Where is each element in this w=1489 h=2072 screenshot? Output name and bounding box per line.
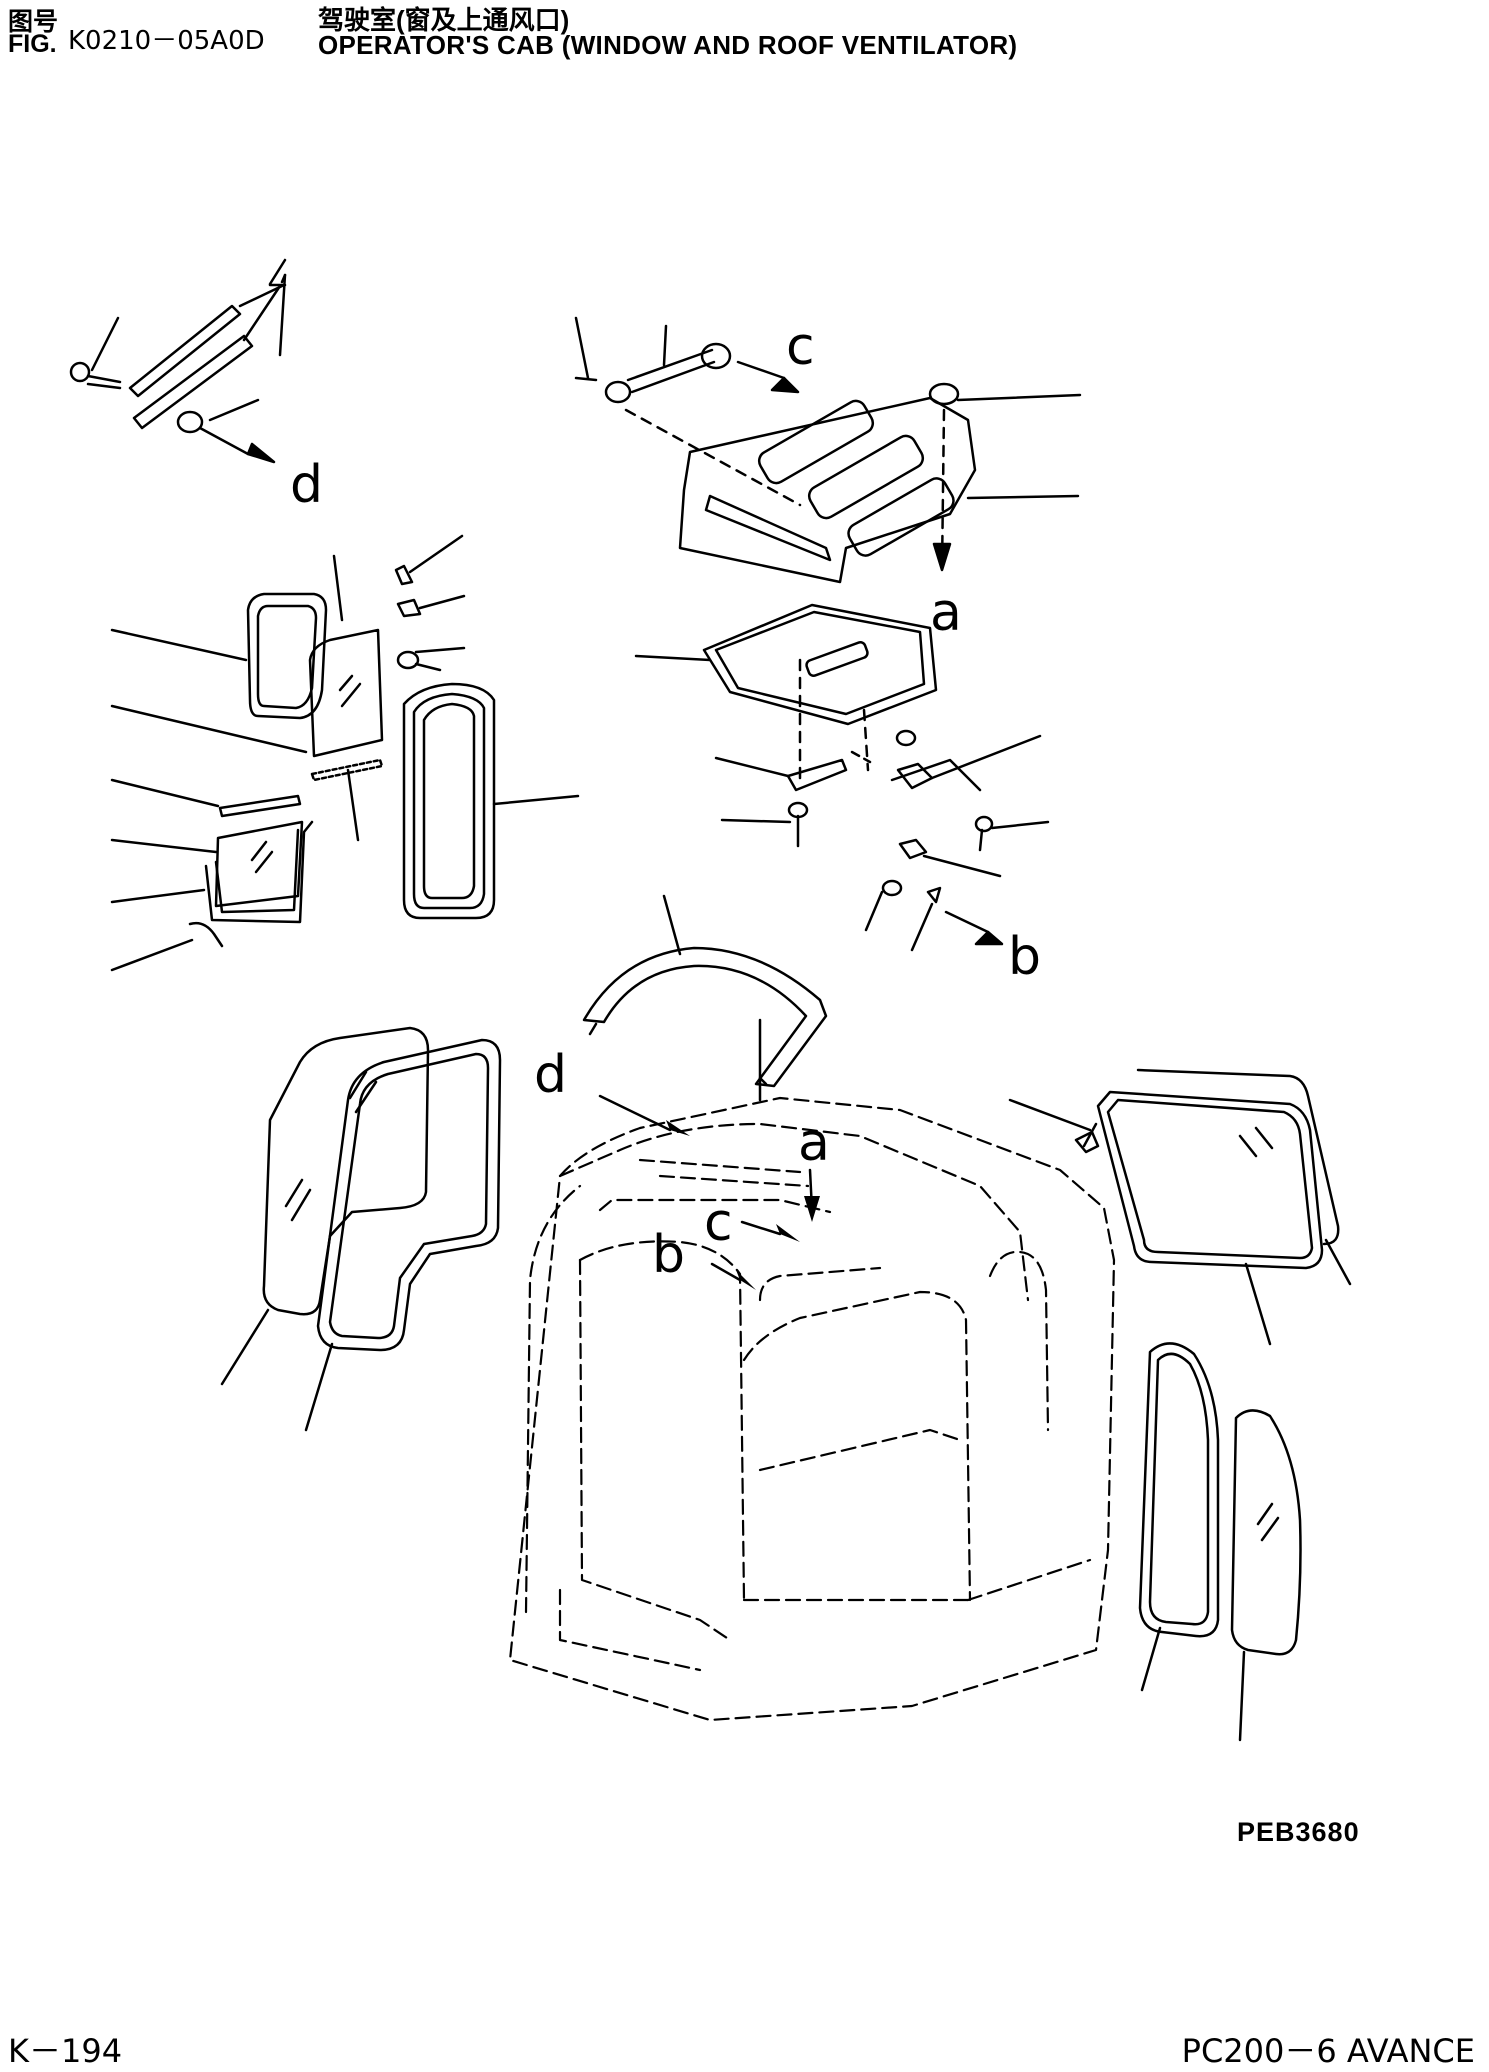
page-number: K－194 (8, 2032, 123, 2070)
leader-line (110, 778, 220, 808)
leader-line (110, 704, 308, 754)
side-glass (1230, 1409, 1302, 1656)
gas-damper (574, 316, 800, 404)
leader-line (110, 628, 248, 662)
callout-a-cab: a (798, 1113, 830, 1173)
callout-b-right: b (1008, 927, 1041, 987)
callout-c-top: c (786, 317, 815, 377)
arrow-b-cab (710, 1262, 756, 1290)
rear-glass (1136, 1068, 1340, 1246)
lock-clip (910, 886, 1004, 952)
handle-bolt (720, 801, 809, 848)
side-glass-seal (1138, 1342, 1220, 1638)
callout-c-cab: c (704, 1193, 733, 1253)
leader-line (1238, 1650, 1246, 1742)
arrow-a-cab (804, 1168, 820, 1222)
hinge-plate (128, 273, 287, 430)
hatch-frame (702, 603, 938, 782)
hatch-nut (928, 382, 1082, 572)
catch-bracket (850, 734, 1042, 792)
roof-hatch-cover (624, 396, 977, 584)
leader-line (208, 398, 260, 422)
front-glass-seal (316, 1038, 502, 1352)
leader-line (332, 554, 344, 622)
leader-line (634, 654, 712, 662)
weather-strip-u (582, 946, 828, 1102)
door-seal-large (402, 682, 496, 920)
rear-glass-seal (1008, 1090, 1324, 1270)
cab-frame (508, 1096, 1116, 1722)
window-seal-small (246, 592, 328, 720)
lock-bolt (864, 879, 903, 932)
leader-line (1244, 1262, 1272, 1346)
callout-d-left: d (290, 455, 323, 515)
arrow-d-cab (598, 1094, 690, 1136)
leader-line (110, 838, 218, 854)
leader-line (110, 888, 206, 904)
figure-number: K0210－05A0D (68, 26, 265, 56)
leader-line (662, 894, 682, 956)
clip-parts (394, 534, 466, 672)
illustration-code: PEB3680 (1237, 1817, 1360, 1847)
spacer (176, 410, 276, 464)
leader-line (966, 494, 1080, 500)
figure-label-en: FIG. (8, 30, 57, 58)
figure-label-cn: 图号 (8, 8, 59, 36)
leader-line (1140, 1626, 1162, 1692)
hinge-bolt (69, 316, 122, 390)
window-rail (204, 820, 314, 924)
title-english: OPERATOR'S CAB (WINDOW AND ROOF VENTILAT… (318, 30, 1018, 60)
lock-block (898, 838, 1002, 878)
leader-line (304, 1342, 334, 1432)
callout-d-cab: d (534, 1045, 567, 1105)
leader-line (1324, 1238, 1352, 1286)
arrow-c-cab (740, 1220, 800, 1242)
door-glass-upper (308, 628, 384, 758)
leader-line (268, 258, 287, 286)
rubber-stopper (188, 921, 224, 948)
leader-line (110, 938, 194, 972)
latch-handle (714, 756, 848, 792)
callout-a-top: a (930, 583, 962, 643)
callout-b-cab: b (652, 1225, 685, 1285)
title-chinese: 驾驶室(窗及上通风口) (318, 5, 570, 35)
model-name: PC200－6 AVANCE (1181, 2032, 1475, 2070)
glass-strip (310, 758, 384, 842)
leader-line (492, 794, 580, 806)
catch-screw (895, 729, 917, 747)
slide-glass-small (214, 794, 304, 908)
catch-bolt (974, 815, 1050, 852)
leader-line (220, 1308, 270, 1386)
